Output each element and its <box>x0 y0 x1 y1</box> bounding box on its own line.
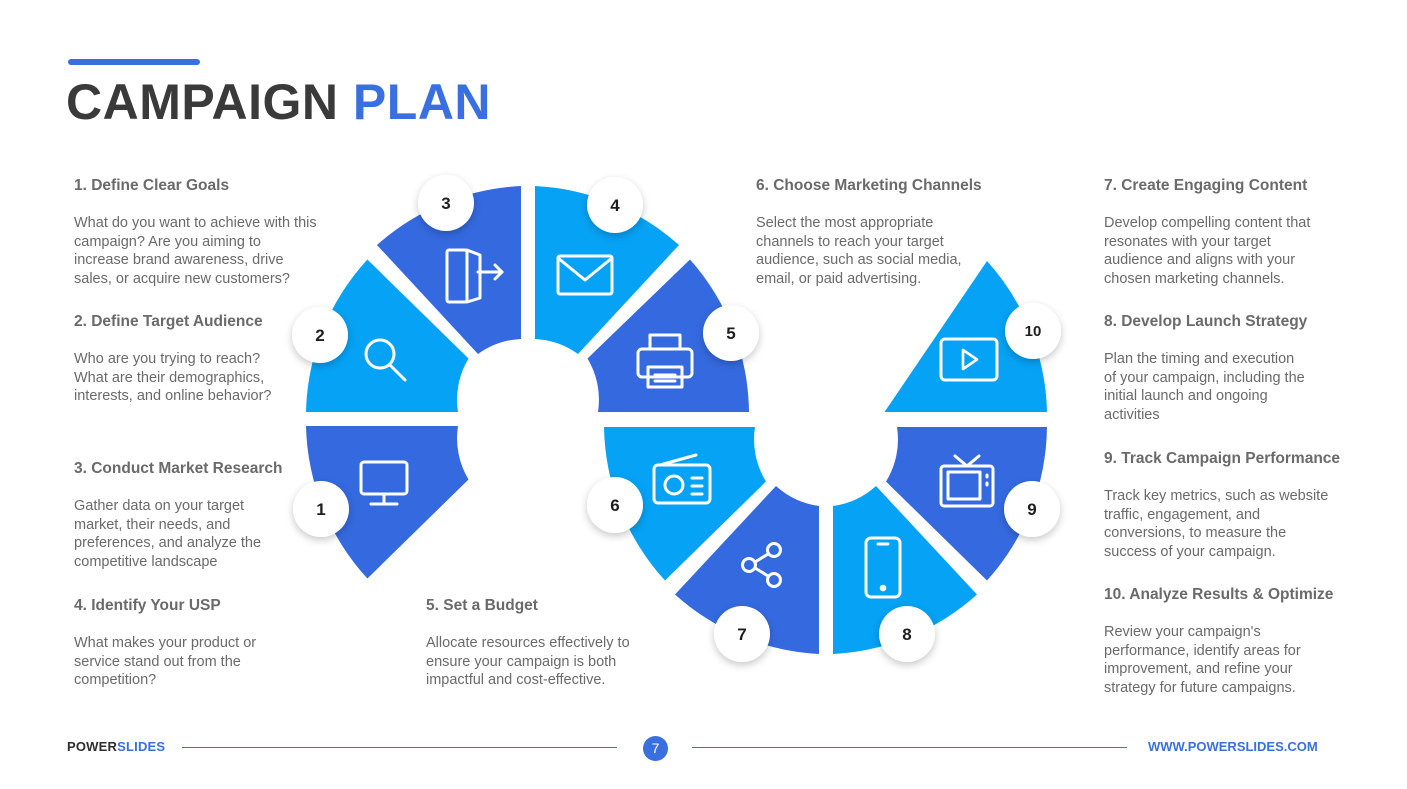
badge-4: 4 <box>587 177 643 233</box>
badge-8-number: 8 <box>902 625 911 644</box>
footer-url: WWW.POWERSLIDES.COM <box>1148 739 1318 754</box>
segment-8 <box>833 486 977 654</box>
segment-9 <box>886 427 1047 581</box>
step-10-block: 10. Analyze Results & Optimize Review yo… <box>1104 586 1334 697</box>
badge-9-number: 9 <box>1027 500 1036 519</box>
step-8-block: 8. Develop Launch Strategy Plan the timi… <box>1104 313 1309 424</box>
step-3-body: Gather data on your target market, their… <box>74 498 262 570</box>
badge-4-number: 4 <box>610 196 620 215</box>
badge-2: 2 <box>292 307 348 363</box>
footer-brand-part-1: POWER <box>67 739 118 754</box>
badge-2-number: 2 <box>315 326 324 345</box>
step-6-heading: 6. Choose Marketing Channels <box>756 177 982 194</box>
badge-5-number: 5 <box>726 324 735 343</box>
footer-divider-left <box>182 747 617 748</box>
step-1-heading: 1. Define Clear Goals <box>74 177 230 194</box>
step-4-block: 4. Identify Your USP What makes your pro… <box>74 597 289 690</box>
segment-10 <box>884 261 1047 412</box>
segment-2 <box>306 259 469 412</box>
printer-icon <box>636 333 694 389</box>
footer-divider-right <box>692 747 1127 748</box>
step-4-heading: 4. Identify Your USP <box>74 597 221 614</box>
step-7-body: Develop compelling content that resonate… <box>1104 215 1311 287</box>
step-10-body: Review your campaign's performance, iden… <box>1104 624 1301 696</box>
step-7-block: 7. Create Engaging Content Develop compe… <box>1104 177 1329 288</box>
step-9-body: Track key metrics, such as website traff… <box>1104 488 1329 560</box>
share-icon <box>741 542 782 588</box>
step-9-heading: 9. Track Campaign Performance <box>1104 450 1341 467</box>
video-play-icon <box>939 337 999 382</box>
step-3-block: 3. Conduct Market Research Gather data o… <box>74 460 283 571</box>
segment-3 <box>377 186 521 354</box>
segment-4 <box>535 186 679 354</box>
exit-door-icon <box>445 248 504 304</box>
step-6-body: Select the most appropriate channels to … <box>756 215 962 287</box>
badge-1: 1 <box>293 481 349 537</box>
page-title: CAMPAIGN PLAN <box>66 72 491 132</box>
step-9-block: 9. Track Campaign Performance Track key … <box>1104 450 1341 561</box>
step-8-heading: 8. Develop Launch Strategy <box>1104 313 1308 330</box>
segment-1 <box>306 426 469 579</box>
footer-brand: POWERSLIDES <box>67 739 165 754</box>
step-2-heading: 2. Define Target Audience <box>74 313 263 330</box>
badge-8: 8 <box>879 606 935 662</box>
monitor-icon <box>359 460 409 506</box>
smartphone-icon <box>864 536 902 599</box>
step-5-heading: 5. Set a Budget <box>426 597 538 614</box>
step-5-body: Allocate resources effectively to ensure… <box>426 635 630 689</box>
step-4-body: What makes your product or service stand… <box>74 635 257 689</box>
badge-6-number: 6 <box>610 496 619 515</box>
title-part-1: CAMPAIGN <box>66 74 339 130</box>
search-icon <box>364 338 407 382</box>
step-2-body: Who are you trying to reach? What are th… <box>74 351 272 405</box>
page-number-badge: 7 <box>643 736 668 761</box>
badge-9: 9 <box>1004 481 1060 537</box>
title-part-2: PLAN <box>352 74 492 130</box>
badge-7: 7 <box>714 606 770 662</box>
badge-3-number: 3 <box>441 194 450 213</box>
footer-brand-part-2: SLIDES <box>117 739 166 754</box>
step-1-body: What do you want to achieve with this ca… <box>74 215 317 287</box>
badge-10-number: 10 <box>1025 323 1042 340</box>
step-8-body: Plan the timing and execution of your ca… <box>1104 351 1305 423</box>
badge-5: 5 <box>703 305 759 361</box>
step-3-heading: 3. Conduct Market Research <box>74 460 283 477</box>
step-1-block: 1. Define Clear Goals What do you want t… <box>74 177 319 288</box>
badge-6: 6 <box>587 477 643 533</box>
step-2-block: 2. Define Target Audience Who are you tr… <box>74 313 279 406</box>
badge-1-number: 1 <box>316 500 325 519</box>
envelope-icon <box>556 254 614 296</box>
tv-icon <box>939 454 995 508</box>
title-accent-bar <box>68 59 200 65</box>
step-5-block: 5. Set a Budget Allocate resources effec… <box>426 597 661 690</box>
badge-7-number: 7 <box>737 625 746 644</box>
step-6-block: 6. Choose Marketing Channels Select the … <box>756 177 982 288</box>
radio-icon <box>652 453 712 505</box>
badge-3: 3 <box>418 175 474 231</box>
step-7-heading: 7. Create Engaging Content <box>1104 177 1308 194</box>
step-10-heading: 10. Analyze Results & Optimize <box>1104 586 1334 603</box>
badge-10: 10 <box>1005 303 1061 359</box>
